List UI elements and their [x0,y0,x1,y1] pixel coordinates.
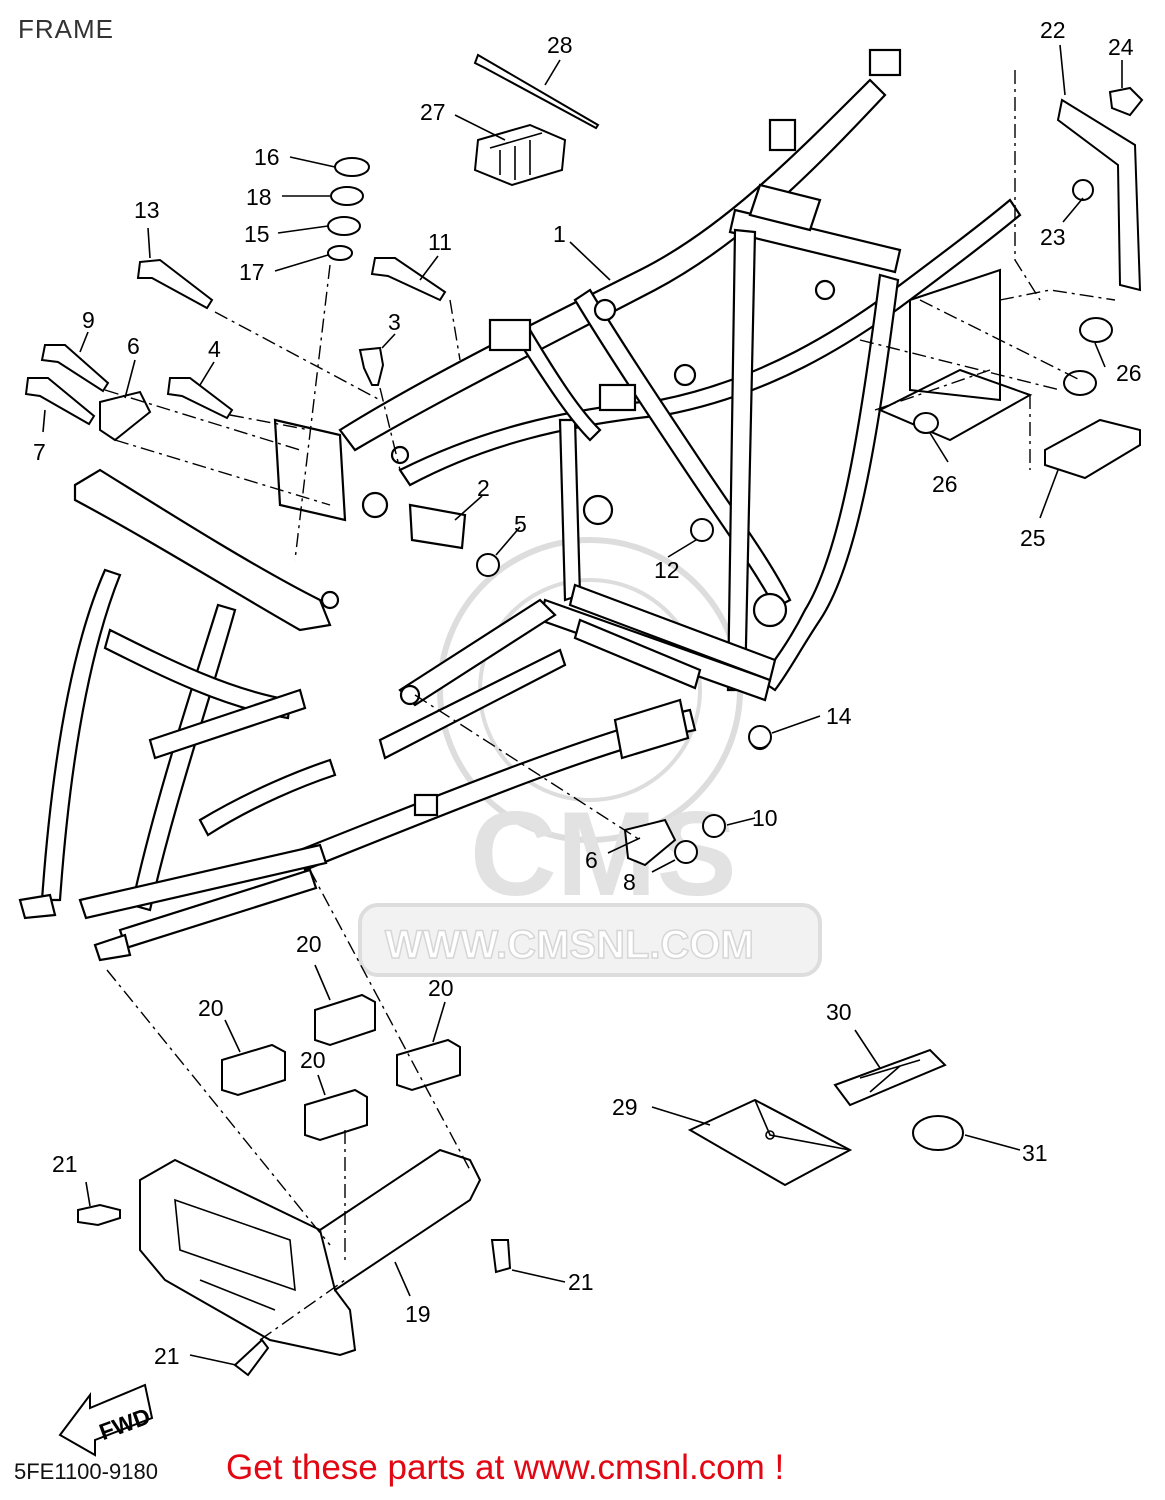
callout-label: 28 [547,32,573,58]
callout-label: 13 [134,197,160,223]
callout-label: 21 [154,1343,180,1369]
skid-bolts [77,1203,512,1377]
diagram-title: FRAME [18,14,114,44]
watermark-url-text: WWW.CMSNL.COM [385,923,754,967]
callout-label: 15 [244,221,270,247]
callout-labels: 1 2 3 4 5 6 6 7 8 9 10 11 12 13 14 15 16… [33,17,1142,1369]
dampers [221,993,461,1142]
washer-stack [327,157,370,261]
main-frame [18,48,1033,962]
promo-link-text[interactable]: Get these parts at www.cmsnl.com ! [226,1448,785,1487]
mount-plates [99,390,677,867]
callout-label: 20 [296,931,322,957]
callout-label: 10 [752,805,778,831]
callout-label: 9 [82,307,95,333]
tool-kit [833,1048,947,1107]
callout-label: 11 [428,229,452,255]
callout-label: 20 [428,975,454,1001]
tool-envelope [687,1098,853,1187]
callout-label: 6 [585,847,598,873]
nuts [476,518,772,864]
callout-label: 14 [826,703,852,729]
skid-plate [139,1148,482,1357]
callout-label: 21 [52,1151,78,1177]
callout-label: 1 [553,221,566,247]
callout-label: 17 [239,259,265,285]
callout-label: 22 [1040,17,1066,43]
callout-label: 6 [127,333,140,359]
bracket-22 [1056,86,1144,292]
callout-label: 21 [568,1269,594,1295]
callout-label: 31 [1022,1140,1048,1166]
callout-label: 23 [1040,224,1066,250]
callout-label: 5 [514,511,527,537]
callout-label: 18 [246,184,272,210]
callout-label: 30 [826,999,852,1025]
pad-25 [1044,418,1141,480]
callout-label: 2 [477,475,490,501]
grommets [913,317,1113,434]
callout-label: 8 [623,869,636,895]
diagram-code: 5FE1100-9180 [14,1459,158,1484]
leader-lines [42,44,1123,1366]
callout-label: 4 [208,336,221,362]
callout-label: 27 [420,99,446,125]
callout-label: 7 [33,439,46,465]
callout-label: 20 [198,995,224,1021]
callout-label: 12 [654,557,680,583]
bolts [24,257,447,426]
callout-label: 26 [932,471,958,497]
callout-label: 25 [1020,525,1046,551]
callout-label: 29 [612,1094,638,1120]
callout-label: 19 [405,1301,431,1327]
cable-tie-part [473,53,600,130]
sticker-31 [912,1115,964,1151]
callout-label: 20 [300,1047,326,1073]
callout-label: 24 [1108,34,1134,60]
protector-part [473,123,567,187]
callout-label: 26 [1116,360,1142,386]
fwd-arrow: FWD [58,1383,154,1457]
callout-label: 16 [254,144,280,170]
callout-label: 3 [388,309,401,335]
